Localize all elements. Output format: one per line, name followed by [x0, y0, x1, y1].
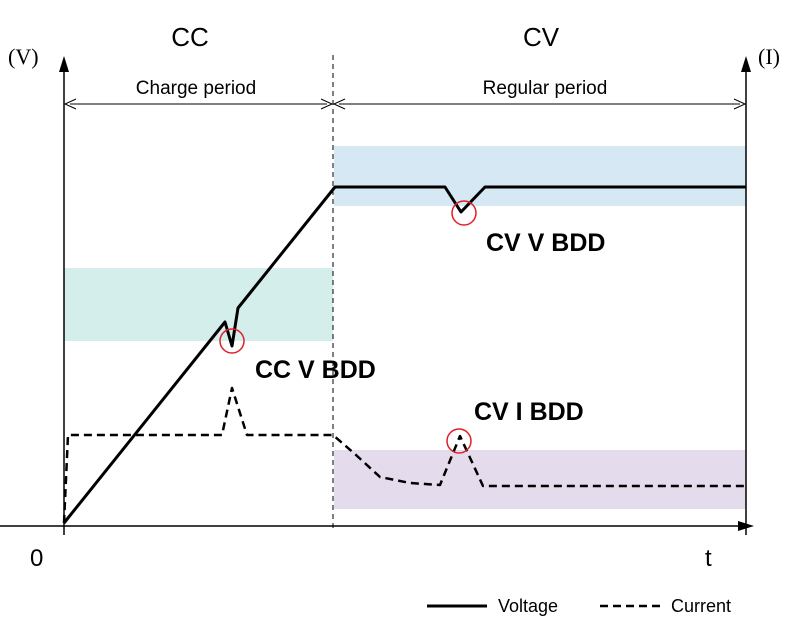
charge-period-label: Charge period — [136, 78, 256, 99]
origin-label: 0 — [30, 545, 43, 572]
right-y-arrowhead — [741, 56, 751, 72]
cc-v-bdd-label: CC V BDD — [255, 356, 376, 384]
band-cc-voltage — [64, 268, 333, 341]
left-unit-label: (V) — [8, 44, 39, 69]
legend-voltage-label: Voltage — [498, 596, 558, 616]
current-curve — [62, 386, 746, 524]
x-axis-label: t — [705, 545, 712, 572]
phase-cv-label: CV — [523, 22, 560, 52]
cv-i-bdd-marker — [446, 428, 472, 454]
cc-v-bdd-marker — [219, 328, 245, 354]
legend: Voltage Current — [427, 596, 731, 616]
cv-v-bdd-marker — [451, 200, 477, 226]
regular-arrow-right-head — [733, 98, 747, 110]
band-cv-voltage — [334, 146, 746, 206]
regular-arrow-left-head — [332, 98, 346, 110]
charge-arrow-left-head — [63, 98, 77, 110]
band-cv-current — [334, 450, 746, 509]
cv-i-bdd-label: CV I BDD — [474, 398, 584, 426]
charge-arrow-right-head — [320, 98, 334, 110]
regular-period-label: Regular period — [483, 78, 608, 99]
phase-cc-label: CC — [171, 22, 209, 52]
legend-current-label: Current — [671, 596, 731, 616]
cv-v-bdd-label: CV V BDD — [486, 229, 605, 257]
x-arrowhead — [738, 521, 754, 531]
right-unit-label: (I) — [758, 44, 780, 69]
left-y-arrowhead — [59, 56, 69, 72]
